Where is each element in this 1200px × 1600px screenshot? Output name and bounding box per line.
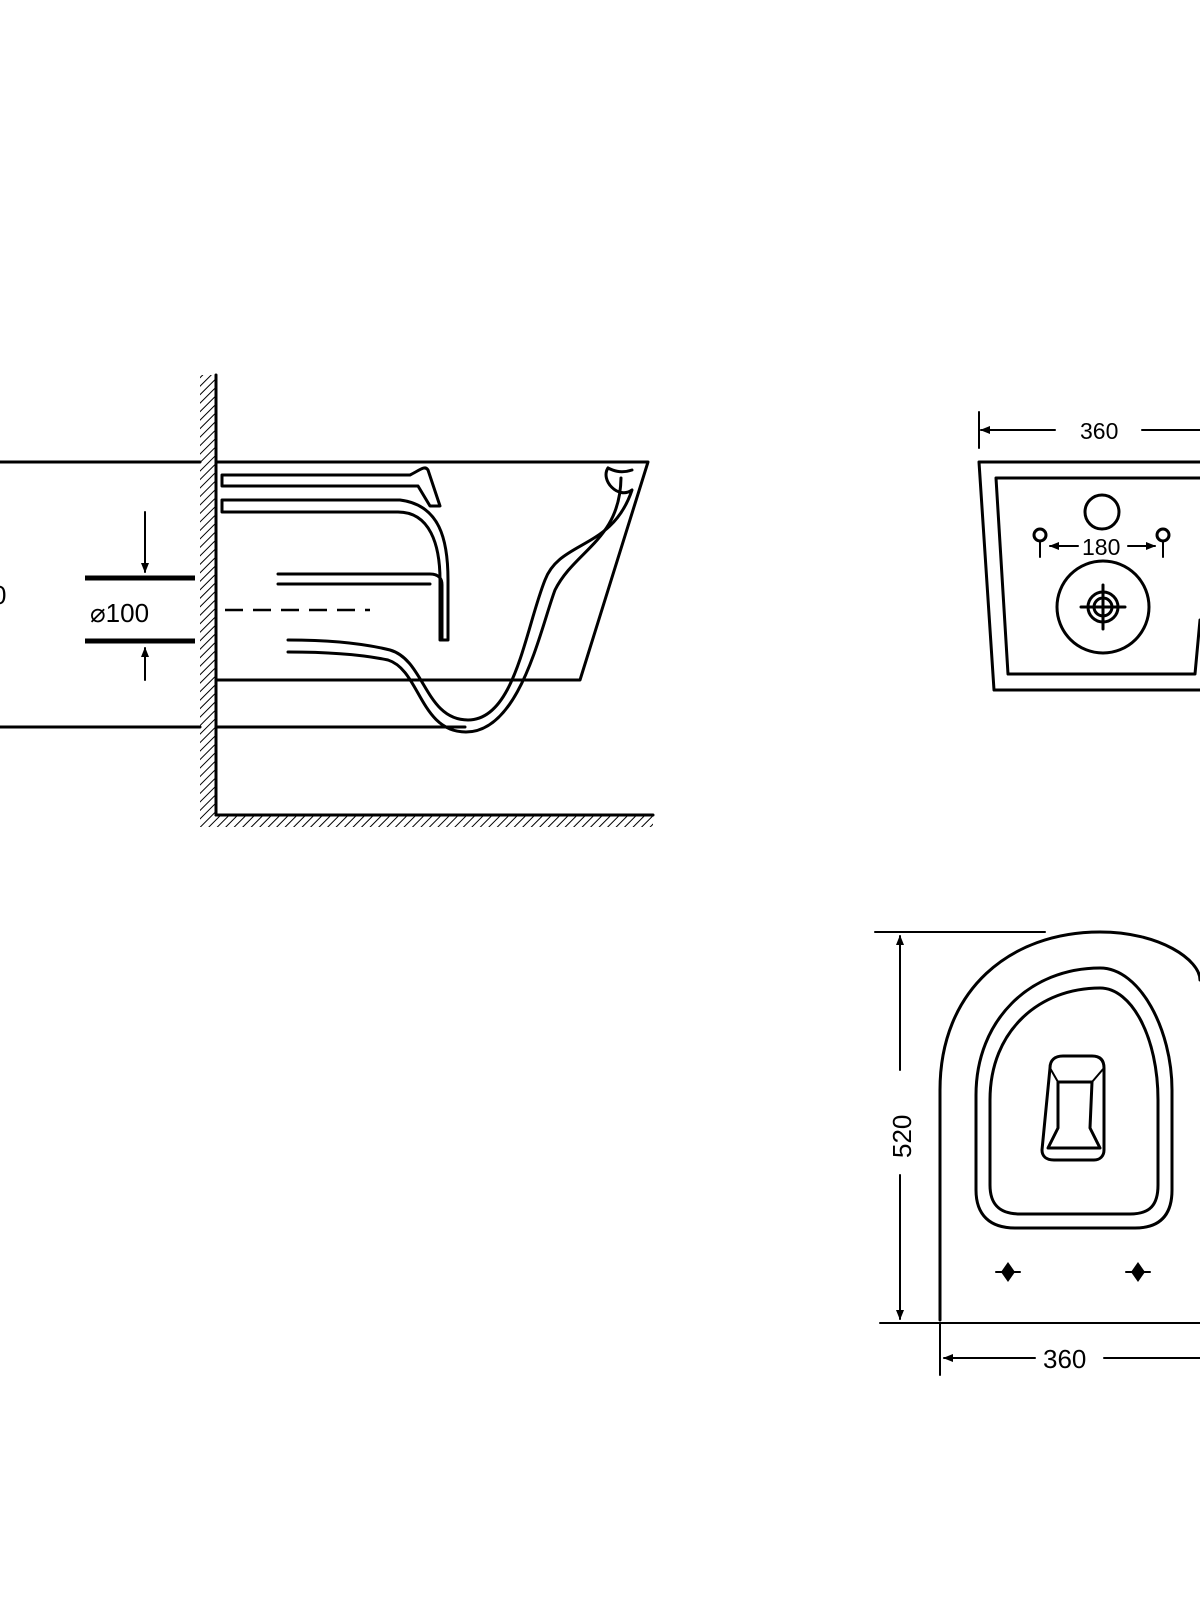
- top-drain-diag-right: [1091, 1067, 1105, 1083]
- rim-lip: [606, 466, 634, 474]
- top-length-label: 520: [887, 1115, 917, 1158]
- top-width-label: 360: [1043, 1344, 1086, 1374]
- bowl-inner-curve: [286, 466, 634, 722]
- bolt-hole-right-icon: [1155, 527, 1171, 558]
- top-outer-outline: [938, 930, 1200, 1322]
- outlet-outer-circle: [1055, 559, 1151, 655]
- floor-hatch: [200, 815, 653, 827]
- rear-view: 360 180: [977, 411, 1200, 692]
- flush-channel-upper: [220, 466, 442, 508]
- flush-inlet-circle: [1083, 493, 1121, 531]
- flush-channel-lower: [276, 572, 444, 642]
- top-seat-inner-outline: [988, 986, 1160, 1216]
- top-view: 520 360: [874, 930, 1200, 1376]
- left-cut-label: 0: [0, 580, 6, 610]
- top-drain-diag-left: [1049, 1067, 1059, 1083]
- top-drain-inner: [1046, 1080, 1102, 1150]
- bowl-inner-curve-2: [286, 476, 623, 734]
- outlet-crosshair-icon: [1079, 583, 1127, 631]
- side-view: ⌀100 0: [0, 373, 655, 827]
- top-seat-outline: [974, 966, 1174, 1230]
- rear-outer-outline: [977, 460, 1200, 692]
- flush-channel-middle: [220, 498, 450, 642]
- top-drain-outer: [1040, 1054, 1106, 1162]
- pipe-diameter-label: ⌀100: [90, 598, 149, 628]
- rear-inner-outline: [994, 476, 1200, 676]
- bolt-spacing-label: 180: [1082, 534, 1120, 560]
- wall-hatch: [200, 375, 216, 815]
- rear-width-label: 360: [1080, 418, 1118, 444]
- toilet-body-outline: [214, 460, 650, 682]
- bolt-hole-left-icon: [1032, 527, 1048, 558]
